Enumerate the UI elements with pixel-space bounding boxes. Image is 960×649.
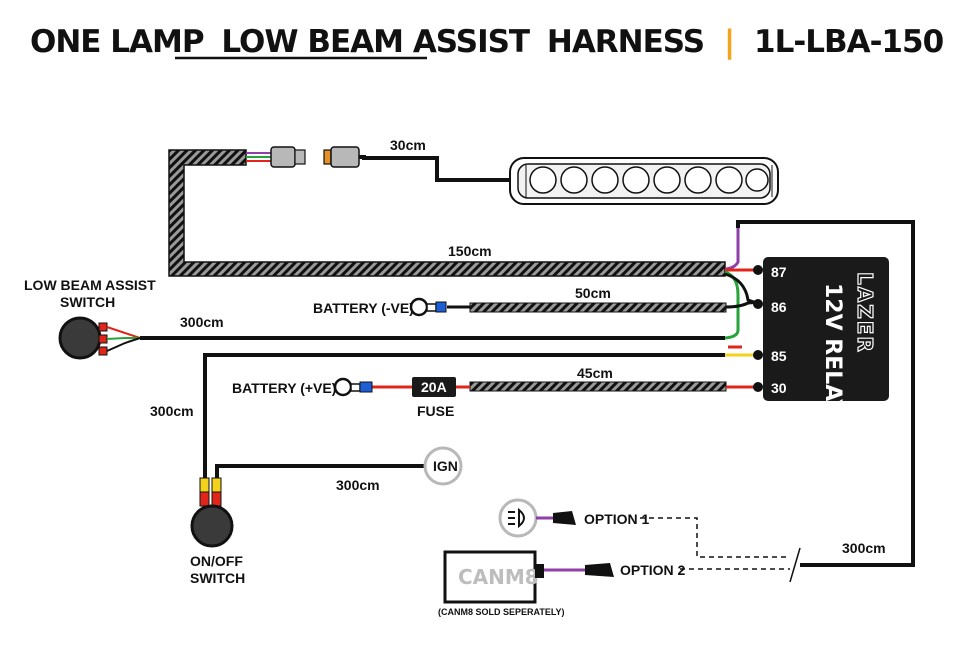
relay-pin-87: 87 [771,264,787,280]
low-beam-switch-label-1: LOW BEAM ASSIST [24,277,156,293]
led-light-bar-icon [509,157,779,205]
loom-purple-to-87 [724,228,740,271]
relay-pin-85: 85 [771,348,787,364]
battery-positive-terminal: BATTERY (+VE) [232,377,373,397]
fuse-label: FUSE [417,403,454,419]
loom-black-to-86 [724,272,761,306]
option-1-label: OPTION 1 [584,511,650,527]
relay-brand: LAZER [853,272,877,354]
battery-negative-label: BATTERY (-VE) [313,300,414,316]
trigger-connection-mark [789,547,801,583]
relay-terminal-85 [753,350,763,360]
ign-icon [423,446,463,486]
option-2: CANM8 OPTION 2 (CANM8 SOLD SEPERATELY) [438,550,790,617]
title-underlined: LOW BEAM ASSIST [221,24,530,60]
relay: 87 86 85 30 12V RELAY LAZER [753,257,889,416]
battery-negative-to-86 [725,300,761,309]
main-loom-length: 150cm [448,243,492,259]
ign-label: IGN [433,458,458,474]
light-connector [270,146,366,168]
battery-positive-loom [469,381,727,392]
low-beam-switch-icon [58,316,102,360]
trigger-wire [736,220,915,567]
title-prefix: ONE LAMP [30,24,204,60]
ign-connection: IGN [423,446,463,486]
battery-negative-terminal: BATTERY (-VE) [313,297,447,317]
main-loom [168,149,726,277]
low-beam-switch: LOW BEAM ASSIST SWITCH [24,277,156,360]
relay-terminal-87 [753,265,763,275]
relay-pin-86: 86 [771,299,787,315]
on-off-switch: ON/OFF SWITCH [190,477,245,586]
light-lead-length: 30cm [390,137,426,153]
canm8-module [443,550,537,604]
title-separator: | [724,24,734,60]
on-off-switch-label-2: SWITCH [190,570,245,586]
option-2-label: OPTION 2 [620,562,686,578]
relay-name: 12V RELAY [820,283,845,416]
title-suffix: HARNESS [547,24,704,60]
headlight-icon [508,507,525,529]
canm8-label: CANM8 [458,565,539,589]
ign-lead [215,464,425,478]
on-off-lead-length: 300cm [150,403,194,419]
fuse: 20A FUSE [412,377,456,419]
option-1: OPTION 1 [498,498,790,558]
battery-positive-label: BATTERY (+VE) [232,380,336,396]
relay-pin-30: 30 [771,380,787,396]
low-beam-switch-label-2: SWITCH [60,294,115,310]
ring-terminal-icon [333,377,353,397]
on-off-switch-lead [203,353,725,478]
svg-text:ONE LAMP LOW BEAM ASSIST: ONE LAMP LOW BEAM ASSIST HARNESS | 1L-LB… [30,24,944,60]
ign-lead-length: 300cm [336,477,380,493]
on-off-switch-label-1: ON/OFF [190,553,243,569]
trigger-lead-length: 300cm [842,540,886,556]
diagram-title: ONE LAMP LOW BEAM ASSIST HARNESS | 1L-LB… [30,24,945,60]
fuse-rating: 20A [421,379,447,395]
relay-terminal-86 [753,299,763,309]
on-off-switch-icon [190,504,234,548]
light-bar-lead [362,156,512,182]
ring-terminal-icon [409,297,429,317]
title-part-number: 1L-LBA-150 [754,24,944,60]
relay-terminal-30 [753,382,763,392]
battery-negative-loom [469,302,727,313]
canm8-note: (CANM8 SOLD SEPERATELY) [438,607,565,617]
switch-lead-length: 300cm [180,314,224,330]
battery-positive-length: 45cm [577,365,613,381]
battery-negative-length: 50cm [575,285,611,301]
